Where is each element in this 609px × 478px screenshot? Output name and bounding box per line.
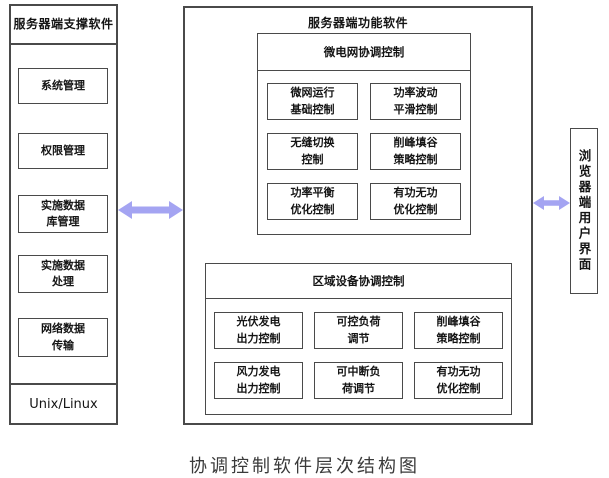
module-box: 微网运行 基础控制 <box>267 83 358 120</box>
browser-ui-box: 浏览器端用户界面 <box>570 128 598 294</box>
module-box: 系统管理 <box>18 68 108 104</box>
diagram-caption: 协调控制软件层次结构图 <box>189 456 420 476</box>
microgrid-control-group: 微电网协调控制 微网运行 基础控制 功率波动 平滑控制 无缝切换 控制 削峰填谷… <box>257 33 471 235</box>
regional-device-control-title: 区域设备协调控制 <box>206 264 511 299</box>
module-box: 有功无功 优化控制 <box>370 183 461 220</box>
support-software-box: 服务器端支撑软件 系统管理 权限管理 实施数据 库管理 实施数据 处理 网络数据… <box>9 4 118 425</box>
module-box: 功率平衡 优化控制 <box>267 183 358 220</box>
divider <box>9 383 118 385</box>
os-label: Unix/Linux <box>29 396 98 412</box>
microgrid-control-title: 微电网协调控制 <box>258 34 470 71</box>
module-box: 削峰填谷 策略控制 <box>370 133 461 170</box>
module-box: 无缝切换 控制 <box>267 133 358 170</box>
support-software-title: 服务器端支撑软件 <box>11 6 116 45</box>
module-box: 权限管理 <box>18 133 108 169</box>
module-box: 网络数据 传输 <box>18 318 108 357</box>
microgrid-control-grid: 微网运行 基础控制 功率波动 平滑控制 无缝切换 控制 削峰填谷 策略控制 功率… <box>258 71 470 220</box>
module-box: 削峰填谷 策略控制 <box>414 312 503 349</box>
module-box: 实施数据 处理 <box>18 255 108 293</box>
module-box: 可中断负 荷调节 <box>314 362 403 399</box>
functional-software-box: 服务器端功能软件 微电网协调控制 微网运行 基础控制 功率波动 平滑控制 无缝切… <box>183 6 533 425</box>
module-box: 有功无功 优化控制 <box>414 362 503 399</box>
module-box: 实施数据 库管理 <box>18 195 108 233</box>
regional-device-control-group: 区域设备协调控制 光伏发电 出力控制 可控负荷 调节 削峰填谷 策略控制 风力发… <box>205 263 512 415</box>
functional-software-title: 服务器端功能软件 <box>307 16 408 30</box>
browser-ui-title: 浏览器端用户界面 <box>576 149 592 273</box>
double-arrow-icon <box>118 201 183 219</box>
module-box: 风力发电 出力控制 <box>214 362 303 399</box>
regional-device-control-grid: 光伏发电 出力控制 可控负荷 调节 削峰填谷 策略控制 风力发电 出力控制 可中… <box>206 299 511 399</box>
module-box: 可控负荷 调节 <box>314 312 403 349</box>
double-arrow-icon <box>533 196 570 210</box>
module-box: 功率波动 平滑控制 <box>370 83 461 120</box>
module-box: 光伏发电 出力控制 <box>214 312 303 349</box>
